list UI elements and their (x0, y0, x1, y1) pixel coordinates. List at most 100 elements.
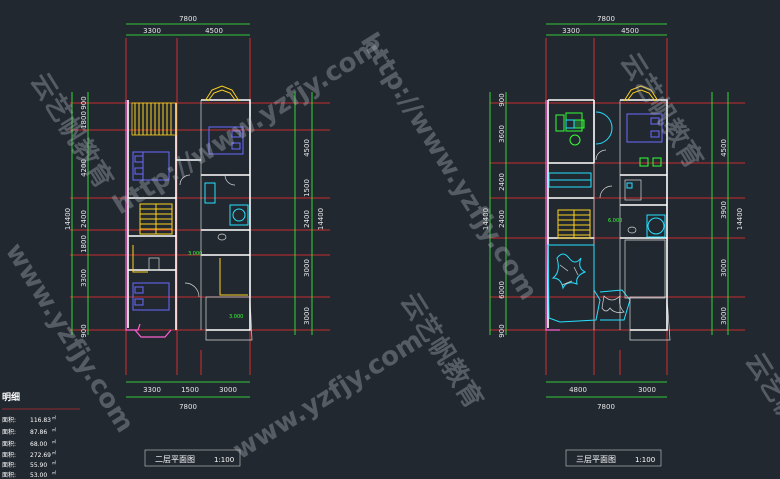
bed (626, 113, 663, 143)
left-dim-4: 2400 (498, 210, 506, 228)
plan-title: 二层平面图 (155, 455, 195, 464)
bottom-dim-2: 1500 (181, 386, 199, 394)
bed (132, 151, 170, 181)
row-value: 53.00 (30, 472, 47, 479)
dimension-lines (71, 23, 313, 398)
row-label: 面积: (2, 416, 16, 424)
top-total-dim: 7800 (179, 15, 197, 23)
right-total-dim: 14400 (736, 208, 744, 230)
row-unit: ㎡ (52, 459, 56, 465)
staircase (139, 203, 173, 235)
schedule-heading: 明细 (2, 391, 20, 403)
row-unit: ㎡ (52, 449, 56, 455)
plan-title: 三层平面图 (576, 455, 616, 464)
schedule-row: 面积: 68.00 ㎡ (2, 438, 56, 448)
bottom-dim-3: 3000 (219, 386, 237, 394)
bottom-dim-1: 4800 (569, 386, 587, 394)
floor-plan-third-floor: 7800 3300 4500 4800 3000 7800 900 3600 2… (482, 15, 745, 467)
right-dim-1: 4500 (303, 139, 311, 157)
row-value: 272.69 (30, 452, 51, 459)
row-value: 68.00 (30, 441, 47, 448)
row-label: 面积: (2, 451, 16, 459)
left-dim-5: 1800 (80, 235, 88, 253)
left-dim-3: 2400 (498, 173, 506, 191)
bottom-dim-2: 3000 (638, 386, 656, 394)
row-label: 面积: (2, 461, 16, 469)
row-unit: ㎡ (52, 426, 56, 432)
exterior-walls (125, 99, 251, 331)
watermark: www.yzfjy.com (228, 325, 428, 466)
watermark: http://www.yzfjy.com (108, 32, 386, 221)
row-unit: ㎡ (52, 414, 56, 420)
left-dim-2: 1800 (80, 111, 88, 129)
row-label: 面积: (2, 440, 16, 448)
right-dim-3: 2400 (303, 210, 311, 228)
bay-window-bottom (134, 329, 172, 338)
right-total-dim: 14400 (317, 208, 325, 230)
bay-window (623, 85, 659, 102)
area-schedule: 明细 面积: 116.83 ㎡ 面积: 87.86 ㎡ 面积: 68.00 ㎡ … (2, 391, 80, 479)
dimension-lines (489, 23, 729, 398)
axis-grid (490, 38, 745, 375)
left-dim-5: 6000 (498, 281, 506, 299)
plan-scale: 1:100 (635, 456, 655, 464)
row-unit: ㎡ (52, 469, 56, 475)
left-total-dim: 14400 (64, 208, 72, 230)
right-dim-1: 4500 (720, 139, 728, 157)
floor-plan-second-floor: 7800 3300 4500 3300 1500 3000 7800 900 1… (64, 15, 330, 467)
top-dim-1: 3300 (143, 27, 161, 35)
row-value: 116.83 (30, 417, 51, 424)
level-mark: 6.000 (608, 218, 622, 224)
plan-scale: 1:100 (214, 456, 234, 464)
right-dim-4: 3000 (720, 307, 728, 325)
top-dim-2: 4500 (205, 27, 223, 35)
top-dim-2: 4500 (621, 27, 639, 35)
left-dim-6: 900 (498, 324, 506, 337)
bathroom-fixtures (624, 179, 666, 238)
left-dim-7: 900 (80, 324, 88, 337)
left-dim-1: 900 (498, 93, 506, 106)
watermark: 云艺帆教育 (739, 347, 780, 474)
row-label: 面积: (2, 471, 16, 479)
right-dim-3: 3000 (720, 259, 728, 277)
watermark: http://www.yzfjy.com (354, 28, 543, 306)
watermark: 云艺帆教育 (614, 47, 709, 174)
storage-cabinet (548, 172, 592, 188)
staircase (557, 209, 591, 239)
schedule-row: 面积: 55.90 ㎡ (2, 459, 56, 469)
row-value: 55.90 (30, 462, 47, 469)
left-dim-1: 900 (80, 96, 88, 109)
level-mark: 3.000 (188, 251, 202, 257)
bottom-total-dim: 7800 (179, 403, 197, 411)
top-dim-1: 3300 (562, 27, 580, 35)
level-mark: 3.000 (229, 314, 243, 320)
schedule-row: 面积: 272.69 ㎡ (2, 449, 56, 459)
seating (639, 157, 662, 167)
bay-window (204, 85, 240, 102)
right-dim-2: 3900 (720, 201, 728, 219)
right-dim-2: 1500 (303, 179, 311, 197)
bottom-dim-1: 3300 (143, 386, 161, 394)
study-furniture (555, 111, 613, 146)
schedule-row: 面积: 116.83 ㎡ (2, 414, 56, 424)
top-total-dim: 7800 (597, 15, 615, 23)
schedule-row: 面积: 53.00 ㎡ (2, 469, 56, 479)
watermark: www.yzfjy.com (0, 238, 140, 438)
roof-terrace-plants (547, 244, 631, 323)
bed (132, 282, 170, 311)
right-dim-5: 3000 (303, 307, 311, 325)
axis-grid (70, 38, 330, 375)
right-dim-4: 3000 (303, 259, 311, 277)
left-dim-4: 2400 (80, 210, 88, 228)
bathroom-fixtures (148, 182, 249, 271)
left-total-dim: 14400 (482, 208, 490, 230)
left-dim-2: 3600 (498, 125, 506, 143)
balcony-hatch (131, 102, 177, 136)
bottom-total-dim: 7800 (597, 403, 615, 411)
left-dim-6: 3300 (80, 269, 88, 287)
row-unit: ㎡ (52, 438, 56, 444)
schedule-row: 面积: 87.86 ㎡ (2, 426, 56, 436)
watermark: www.yzfjy.com (668, 0, 780, 1)
left-dim-3: 4200 (80, 159, 88, 177)
